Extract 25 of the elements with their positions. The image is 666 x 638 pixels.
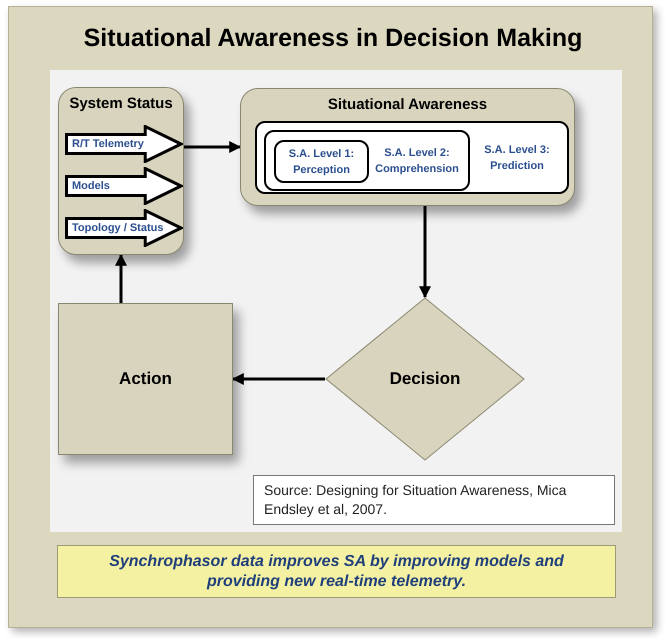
source-box — [253, 475, 615, 525]
process-box — [58, 303, 233, 455]
arrow — [232, 373, 325, 385]
arrow — [184, 141, 242, 153]
level-box — [274, 140, 369, 183]
arrow — [419, 206, 431, 298]
process-box — [58, 87, 184, 255]
level-box — [255, 121, 569, 194]
level-label: S.A. Level 2: Comprehension — [374, 146, 460, 176]
note-box — [57, 545, 616, 598]
source-text: Source: Designing for Situation Awareness, Mica Endsley et al, 2007. — [264, 481, 568, 519]
node-label: Models — [72, 178, 110, 194]
node-label: R/T Telemetry — [72, 136, 144, 152]
heading: Situational Awareness — [328, 95, 488, 115]
title: Situational Awareness in Decision Making — [84, 23, 582, 54]
level-box — [264, 130, 470, 191]
node-label: Topology / Status — [72, 220, 164, 236]
level-label: S.A. Level 3: Prediction — [483, 142, 551, 174]
heading: System Status — [69, 94, 173, 114]
level-label: S.A. Level 1: Perception — [288, 146, 356, 178]
node-label: Action — [119, 368, 172, 390]
process-box — [240, 88, 575, 206]
note-text: Synchrophasor data improves SA by improving models and providing new real-time telemetry. — [108, 552, 565, 592]
node-label: Decision — [390, 368, 460, 390]
arrow — [115, 254, 127, 303]
